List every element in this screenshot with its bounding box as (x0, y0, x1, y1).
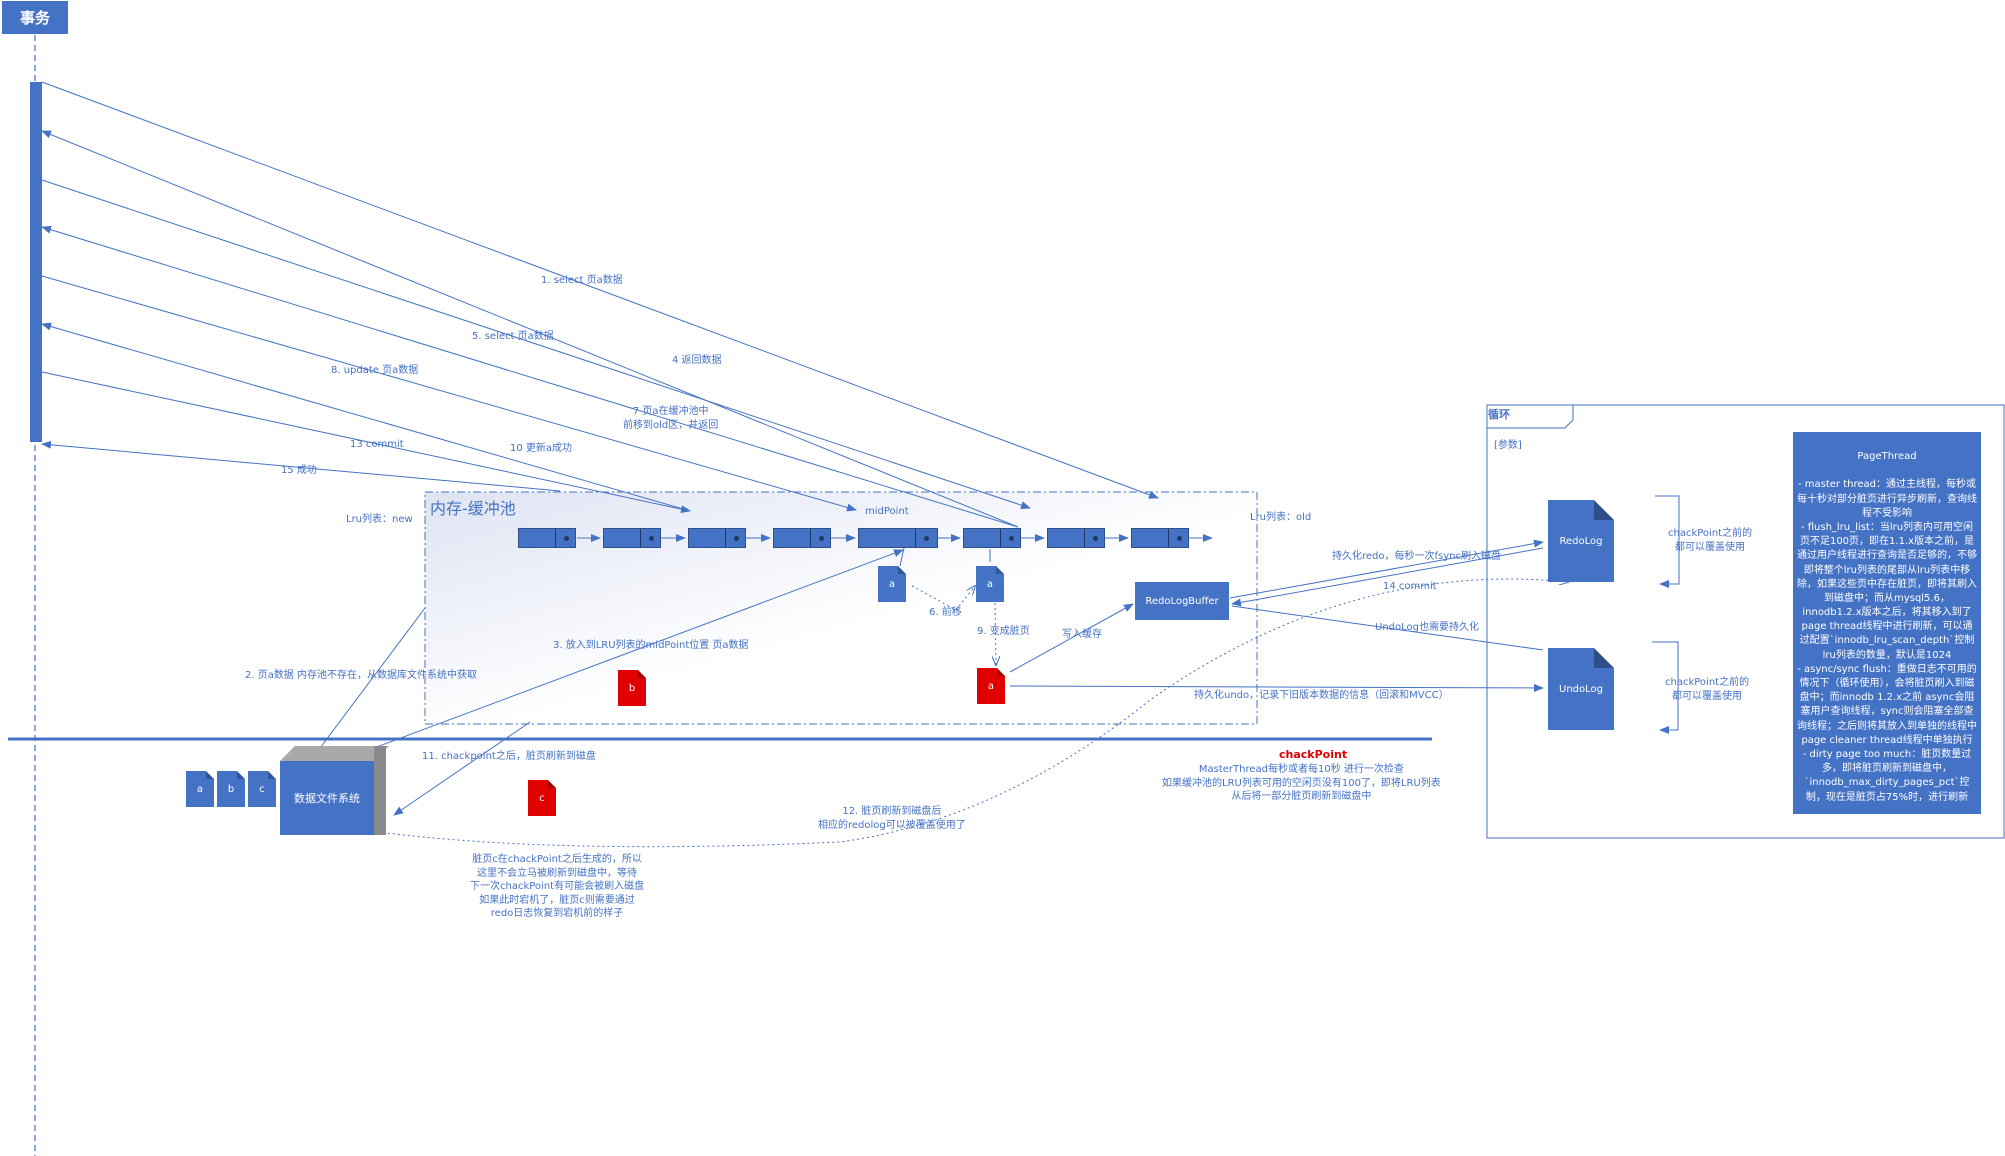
db-cube-side (374, 746, 386, 835)
arrow-9-dirty (995, 602, 996, 665)
label-step-13: 13 commit (350, 439, 404, 450)
db-cube-top (280, 746, 389, 761)
label-step-5: 5. select 页a数据 (472, 331, 554, 342)
arrow-6-move (955, 586, 975, 611)
arrow-7-return (41, 225, 1019, 528)
arrow-8-update (41, 275, 857, 512)
lru-node-midpoint (858, 528, 938, 548)
label-step-9: 9. 变成脏页 (977, 626, 1030, 637)
cycle-param: [参数] (1494, 440, 1522, 451)
arrow-15-success (41, 440, 561, 492)
buffer-pool-title: 内存-缓冲池 (430, 499, 516, 518)
cycle-title: 循环 (1488, 408, 1510, 421)
arrow-13-commit (41, 371, 691, 514)
pagethread-title: PageThread (1857, 451, 1917, 462)
undo-cover-bracket (1652, 641, 1679, 734)
arrow-4-return (41, 130, 1019, 528)
lru-node (518, 528, 576, 548)
arrow-6-to-list (899, 547, 905, 567)
label-step-12: 12. 脏页刷新到磁盘后 相应的redolog可以被覆盖使用了 (818, 806, 966, 831)
label-persist-undo: 持久化undo，记录下旧版本数据的信息（回滚和MVCC） (1194, 690, 1449, 701)
cycle-frame-tab (1487, 404, 1574, 429)
cycle-frame (1486, 404, 2005, 839)
label-write-cache: 写入缓存 (1062, 629, 1102, 640)
label-undo-cover: chackPoint之前的 都可以覆盖使用 (1665, 677, 1750, 702)
arrow-persist-undo (1009, 683, 1544, 692)
label-step-8: 8. update 页a数据 (331, 365, 419, 376)
redolog-buffer: RedoLogBuffer (1135, 582, 1229, 620)
page-a-midpoint: a (878, 566, 906, 602)
disk-page-a: a (186, 771, 214, 807)
label-redo-cover: chackPoint之前的 都可以覆盖使用 (1668, 528, 1753, 553)
label-dirty-c-note: 脏页c在chackPoint之后生成的，所以 这里不会立马被刷新到磁盘中，等待 … (470, 854, 645, 919)
page-a-moved: a (976, 566, 1004, 602)
label-step-1: 1. select 页a数据 (541, 275, 623, 286)
undolog-file: UndoLog (1548, 648, 1614, 730)
disk-page-b: b (217, 771, 245, 807)
lru-node (1131, 528, 1189, 548)
arrow-12-redolog-cover (377, 579, 1568, 848)
lru-node (603, 528, 661, 548)
pagethread-panel: PageThread - master thread：通过主线程，每秒或每十秒对… (1793, 432, 1981, 814)
arrow-6-move (911, 585, 957, 611)
lru-new-label: Lru列表：new (346, 514, 413, 525)
label-step-4: 4 返回数据 (672, 355, 722, 366)
arrow-write-cache (1009, 603, 1134, 673)
lru-node (1047, 528, 1105, 548)
label-step-11: 11. chackpoint之后，脏页刷新到磁盘 (422, 751, 596, 762)
arrow-10-success (41, 322, 691, 512)
redo-cover-bracket (1655, 495, 1680, 588)
checkpoint-body: MasterThread每秒或者每10秒 进行一次检查 如果缓冲池的LRU列表可… (1162, 764, 1441, 802)
label-step-10: 10 更新a成功 (510, 443, 573, 454)
arrow-2-fetch (313, 607, 426, 757)
lru-old-label: Lru列表：old (1250, 512, 1312, 523)
label-step-14: 14 commit (1383, 581, 1437, 592)
label-step-7: 7 页a在缓冲池中 前移到old区，并返回 (623, 406, 719, 431)
lru-node (963, 528, 1021, 548)
label-step-2: 2. 页a数据 内存池不存在，从数据库文件系统中获取 (245, 670, 478, 681)
page-b-dirty: b (618, 670, 646, 706)
checkpoint-title: chackPoint (1279, 748, 1348, 761)
page-c-dirty: c (528, 780, 556, 816)
label-step-3: 3. 放入到LRU列表的midPoint位置 页a数据 (553, 640, 749, 651)
arrow-11-flush (393, 721, 531, 816)
redolog-file: RedoLog (1548, 500, 1614, 582)
label-persist-redo: 持久化redo，每秒一次fsync刷入磁盘 (1332, 551, 1501, 562)
db-file-system: 数据文件系统 (280, 761, 374, 835)
lru-node (688, 528, 746, 548)
label-step-6: 6. 前移 (929, 607, 962, 618)
transaction-header: 事务 (2, 1, 68, 34)
arrow-3-midpoint (357, 549, 904, 755)
arrow-undolog-persist (1231, 605, 1544, 651)
label-step-15: 15 成功 (281, 465, 317, 476)
buffer-pool-region (424, 491, 1258, 725)
lru-node (773, 528, 831, 548)
pagethread-body: - master thread：通过主线程，每秒或每十秒对部分脏页进行异步刷新，… (1797, 479, 1977, 803)
arrow-14-commit (1231, 547, 1544, 607)
midpoint-label: midPoint (865, 506, 909, 517)
arrow-persist-redo (1229, 539, 1544, 599)
label-undolog-persist: UndoLog也需要持久化 (1375, 622, 1479, 633)
activation-bar (30, 82, 42, 442)
arrow-1-select (41, 81, 1159, 499)
page-a-dirty: a (977, 668, 1005, 704)
disk-page-c: c (248, 771, 276, 807)
arrow-5-select (41, 179, 1031, 509)
